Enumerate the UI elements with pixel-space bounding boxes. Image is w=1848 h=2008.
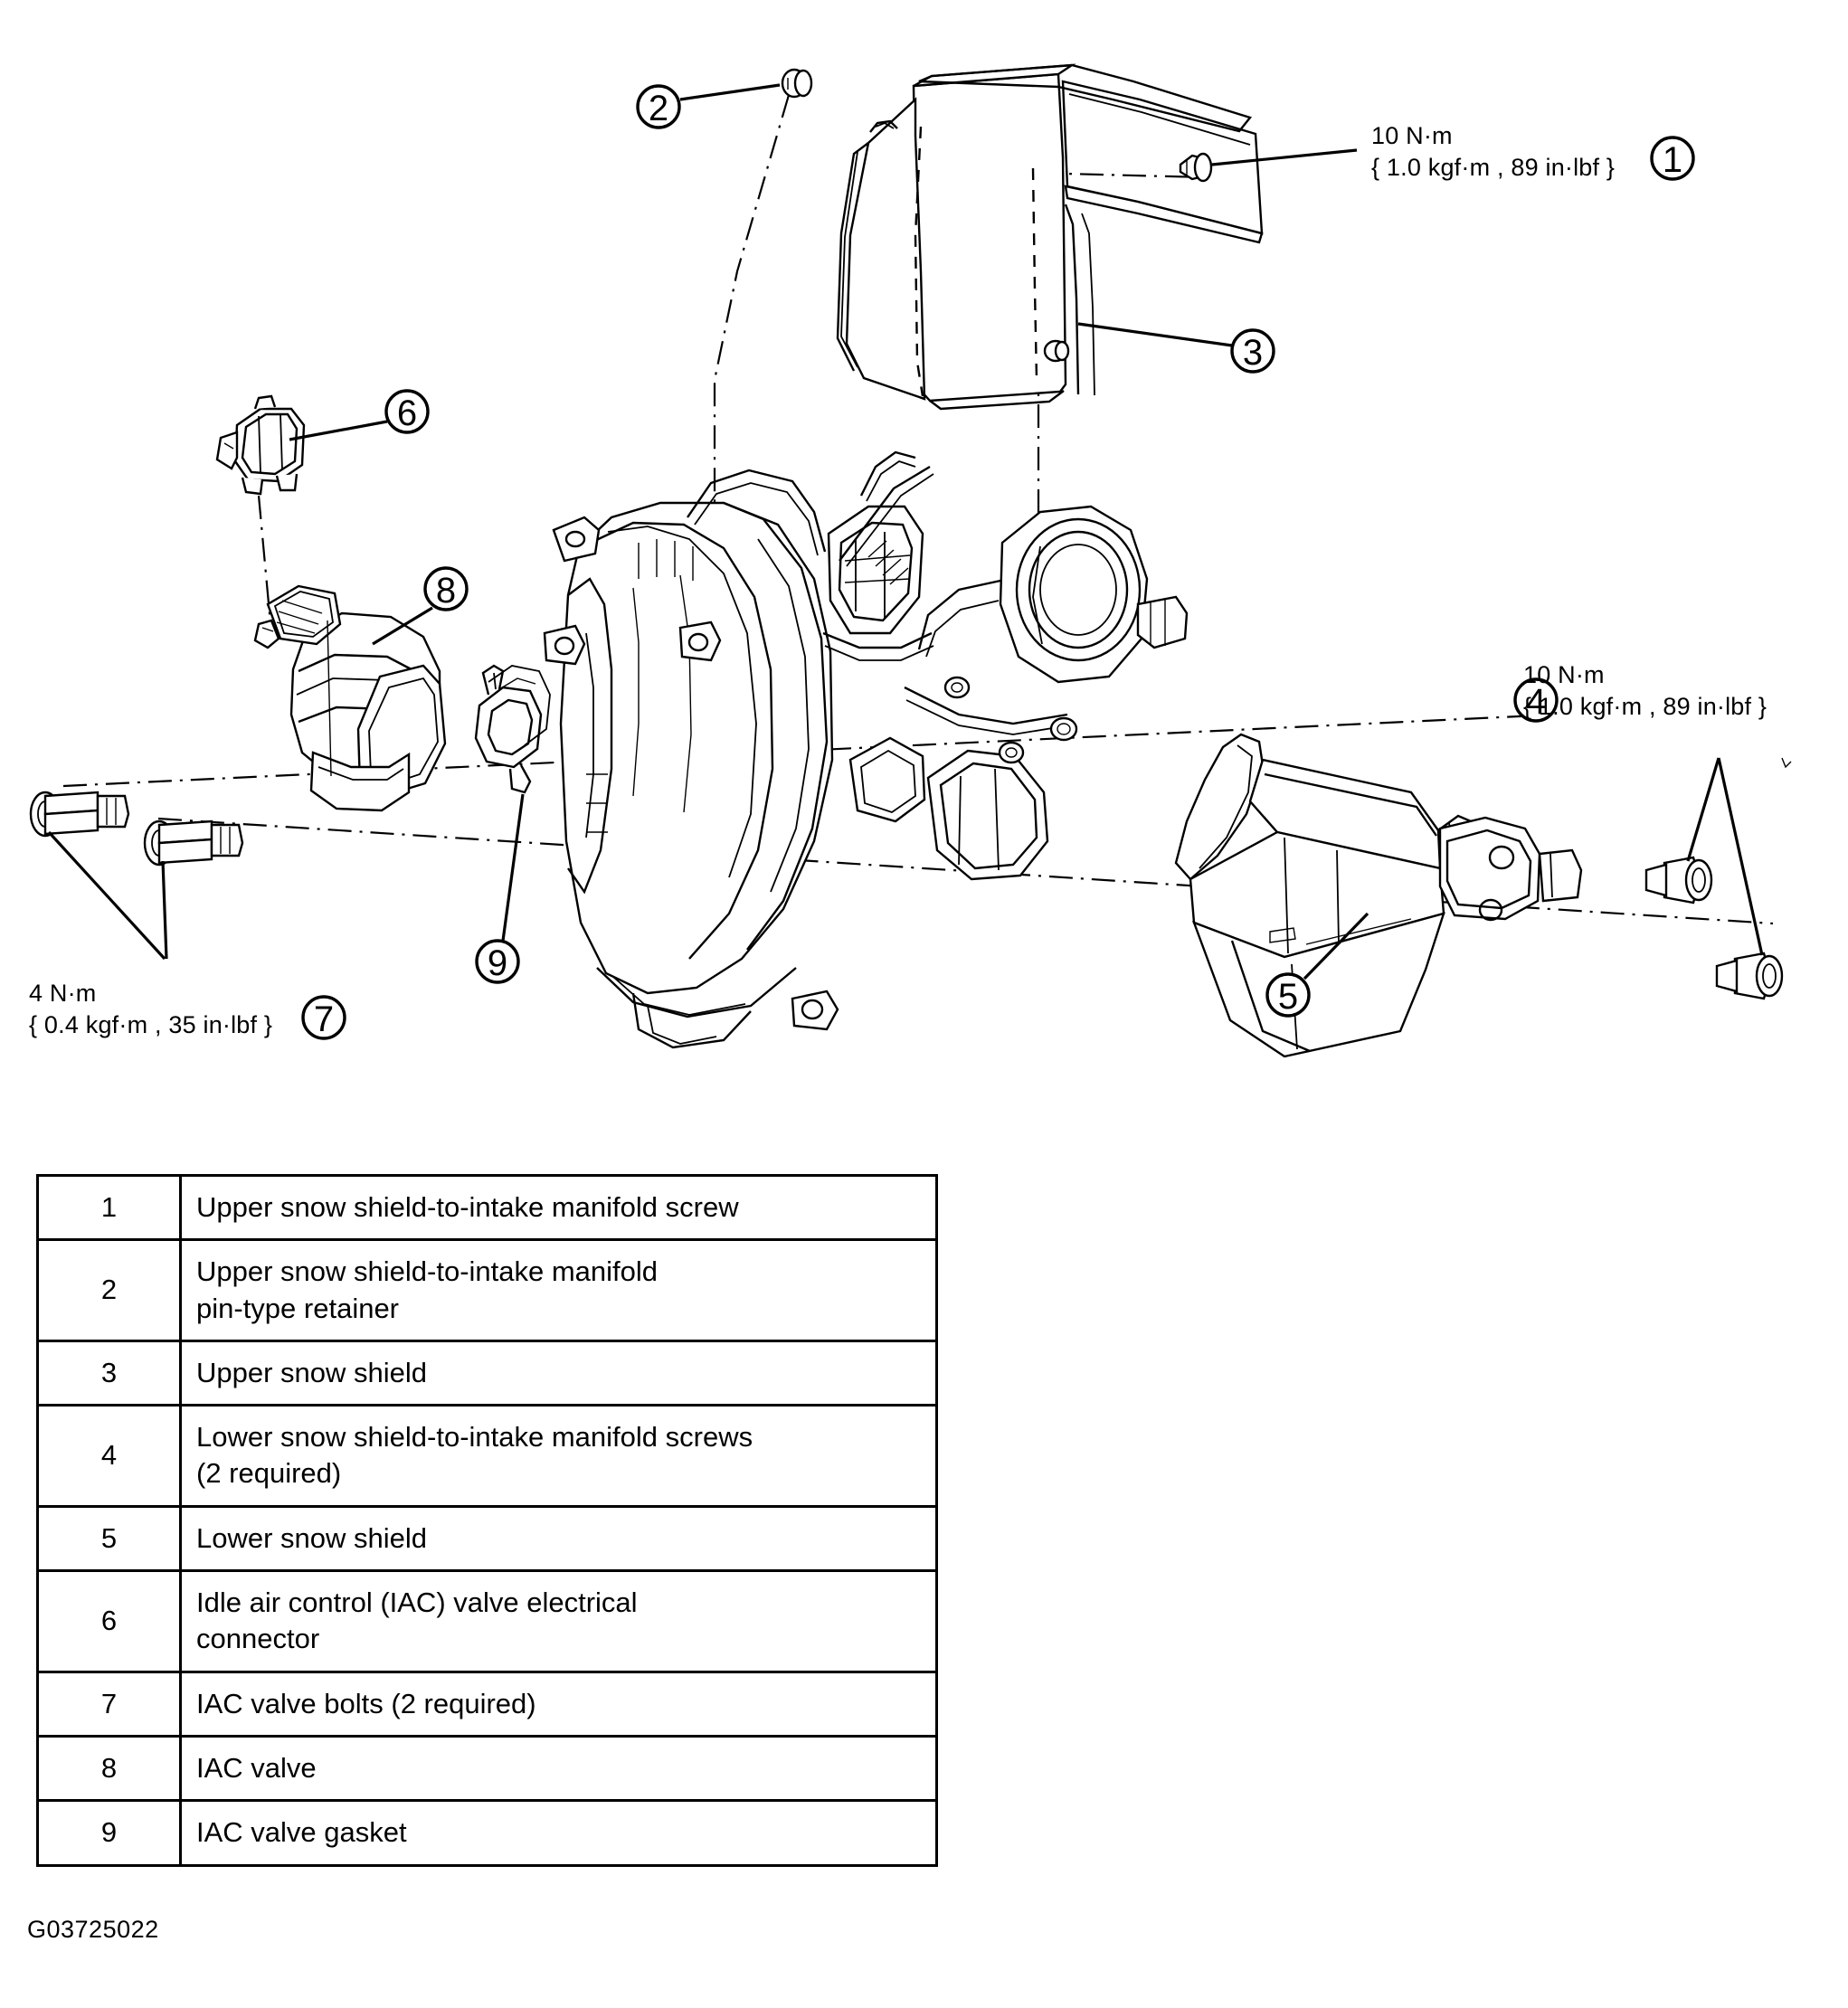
legend-row-index: 8: [36, 1734, 182, 1803]
legend-row-index: 1: [36, 1173, 182, 1242]
lower-snow-shield: [1174, 733, 1583, 1058]
legend-row-index: 6: [36, 1569, 182, 1673]
torque-note-1-alt-units: { 1.0 kgf·m , 89 in·lbf }: [1371, 154, 1616, 182]
callout-bubbles: 1 2 3 4 5 6 7: [301, 84, 1695, 1040]
torque-note-4-value: 10 N·m: [1523, 661, 1605, 688]
callout-bubble-1: 1: [1650, 136, 1695, 181]
lower-shield-screw-lower: [1715, 952, 1784, 1000]
callout-bubble-2: 2: [636, 84, 681, 129]
callout-bubble-3-label: 3: [1243, 333, 1263, 373]
iac-electrical-connector: [215, 394, 306, 496]
callout-bubble-5-label: 5: [1278, 977, 1298, 1017]
callout-bubble-7: 7: [301, 995, 346, 1040]
iac-valve: [253, 584, 447, 812]
legend-row-description: Upper snow shield: [179, 1339, 938, 1407]
assembly-diagram: 1 2 3 4 5 6 7: [29, 63, 1792, 1058]
torque-note-4-alt-units: { 1.0 kgf·m , 89 in·lbf }: [1523, 693, 1767, 721]
legend-row-index: 2: [36, 1238, 182, 1342]
legend-row-index: 5: [36, 1504, 182, 1573]
callout-bubble-5: 5: [1265, 972, 1311, 1018]
torque-note-1-value: 10 N·m: [1371, 122, 1453, 149]
legend-row-description: IAC valve bolts (2 required): [179, 1670, 938, 1738]
torque-note-7-alt-units: { 0.4 kgf·m , 35 in·lbf }: [29, 1011, 273, 1039]
legend-row-description: Lower snow shield-to-intake manifold scr…: [179, 1404, 938, 1508]
iac-valve-bolt-upper: [29, 791, 130, 838]
callout-bubble-3: 3: [1230, 328, 1275, 374]
torque-note-7-value: 4 N·m: [29, 980, 97, 1007]
legend-row-description: Upper snow shield-to-intake manifold scr…: [179, 1173, 938, 1242]
iac-valve-gasket: [474, 664, 551, 794]
upper-snow-shield: [836, 63, 1264, 411]
pin-type-retainer: [781, 68, 813, 99]
callout-bubble-8: 8: [423, 566, 469, 611]
callout-bubble-1-label: 1: [1663, 140, 1682, 180]
legend-row-description: Lower snow shield: [179, 1504, 938, 1573]
callout-bubble-4: 4: [1513, 677, 1559, 723]
callout-bubble-2-label: 2: [649, 89, 668, 128]
legend-row-index: 3: [36, 1339, 182, 1407]
legend-row-index: 7: [36, 1670, 182, 1738]
legend-row-index: 9: [36, 1799, 182, 1867]
intake-manifold: [543, 450, 1189, 1049]
callout-bubble-9-label: 9: [488, 943, 507, 983]
figure-code: G03725022: [27, 1916, 159, 1943]
callout-bubble-9: 9: [475, 939, 520, 984]
iac-valve-bolt-lower: [143, 819, 244, 867]
legend-row-index: 4: [36, 1404, 182, 1508]
callout-bubble-6: 6: [384, 389, 430, 434]
legend-row-description: IAC valve gasket: [179, 1799, 938, 1867]
legend-row-description: IAC valve: [179, 1734, 938, 1803]
callout-bubble-4-label: 4: [1526, 682, 1546, 722]
callout-bubble-6-label: 6: [397, 393, 417, 433]
torque-note-1: 10 N·m { 1.0 kgf·m , 89 in·lbf }: [1371, 120, 1615, 184]
upper-shield-lower-retainer: [1043, 339, 1070, 363]
torque-note-4: 10 N·m { 1.0 kgf·m , 89 in·lbf }: [1523, 659, 1767, 723]
torque-note-7: 4 N·m { 0.4 kgf·m , 35 in·lbf }: [29, 978, 272, 1041]
callout-bubble-7-label: 7: [314, 999, 334, 1039]
callout-bubble-8-label: 8: [436, 571, 456, 611]
leader-lines: [47, 83, 1764, 980]
stray-artifact-mark: [1781, 757, 1792, 769]
upper-shield-screw: [1179, 152, 1213, 183]
lower-shield-screw-upper: [1644, 856, 1713, 905]
